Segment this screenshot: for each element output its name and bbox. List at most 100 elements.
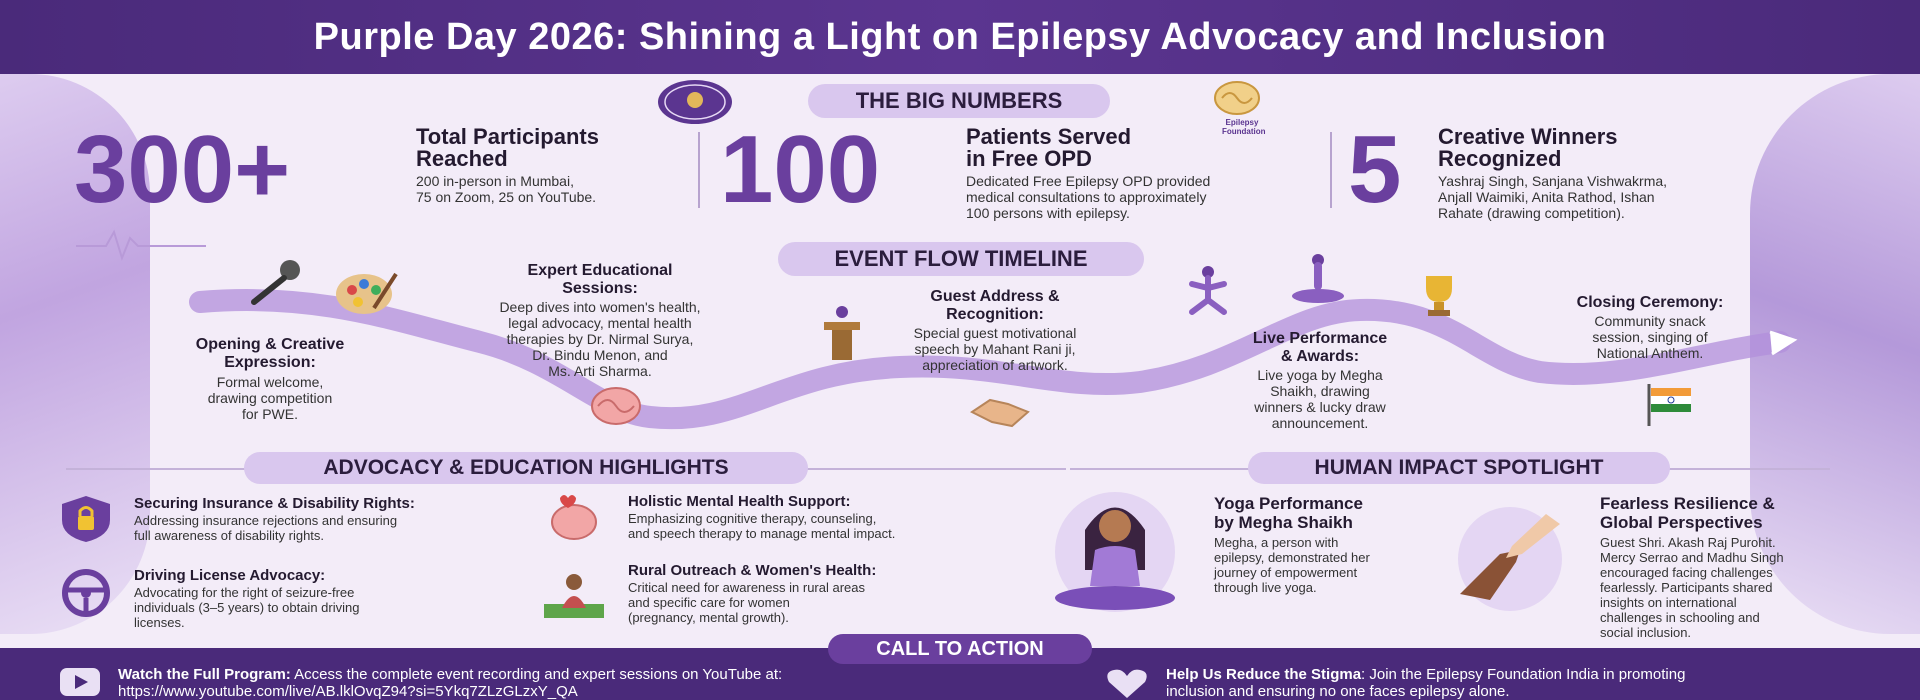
- yoga-woman-illustration: [1055, 492, 1175, 612]
- impact-item-desc: through live yoga.: [1214, 580, 1317, 595]
- cta-watch-label: Watch the Full Program:: [118, 666, 291, 683]
- brain-heart-icon: [551, 495, 597, 540]
- impact-item-desc: Mercy Serrao and Madhu Singh: [1600, 550, 1784, 565]
- timeline-stage-title: Opening & Creative: [195, 336, 345, 353]
- cta-help-desc: : Join the Epilepsy Foundation India in …: [1361, 666, 1686, 683]
- timeline-stage-title: Sessions:: [562, 280, 638, 297]
- page-title: Purple Day 2026: Shining a Light on Epil…: [0, 0, 1920, 74]
- advocacy-item-desc: individuals (3–5 years) to obtain drivin…: [134, 600, 360, 615]
- timeline-stage-title: Guest Address &: [930, 288, 1060, 305]
- advocacy-item-desc: and specific care for women: [628, 595, 790, 610]
- stat-desc-winners: Yashraj Singh, Sanjana Vishwakrma,: [1438, 173, 1668, 189]
- youtube-link[interactable]: https://www.youtube.com/live/AB.lklOvqZ9…: [118, 683, 578, 700]
- cta-heading: CALL TO ACTION: [828, 634, 1092, 664]
- decorative-wave-right: [1750, 74, 1920, 634]
- stat-desc-participants-2: 75 on Zoom, 25 on YouTube.: [416, 189, 597, 205]
- timeline-stage-desc: Dr. Bindu Menon, and: [532, 347, 668, 363]
- impact-item-title: by Megha Shaikh: [1214, 513, 1353, 532]
- stat-title-participants: Total Participants: [416, 124, 599, 149]
- impact-item-desc: Megha, a person with: [1214, 535, 1339, 550]
- impact-item-desc: challenges in schooling and: [1600, 610, 1760, 625]
- timeline-stage-desc: Special guest motivational: [913, 325, 1077, 341]
- timeline-stage-desc: therapies by Dr. Nirmal Surya,: [506, 331, 694, 347]
- podium-icon: [824, 306, 860, 360]
- brain-icon: [591, 387, 641, 425]
- timeline-stage-desc: winners & lucky draw: [1254, 399, 1386, 415]
- impact-item-desc: epilepsy, demonstrated her: [1214, 550, 1370, 565]
- big-numbers-heading: THE BIG NUMBERS: [808, 84, 1110, 118]
- yoga-pose-icon: [1189, 266, 1227, 315]
- advocacy-item-title: Holistic Mental Health Support:: [628, 493, 851, 510]
- timeline-stage-title: Expert Educational: [527, 262, 673, 279]
- impact-item-desc: insights on international: [1600, 595, 1737, 610]
- cta-watch-text: Watch the Full Program: Access the compl…: [118, 666, 782, 683]
- india-flag-icon: [1647, 384, 1691, 426]
- stat-desc-patients-3: 100 persons with epilepsy.: [966, 205, 1130, 221]
- advocacy-item-title: Driving License Advocacy:: [134, 567, 326, 584]
- impact-heading: HUMAN IMPACT SPOTLIGHT: [1248, 452, 1670, 484]
- timeline-stage-title: Recognition:: [946, 306, 1044, 323]
- timeline-stage-title: & Awards:: [1280, 348, 1360, 365]
- foundation-logo-text: Epilepsy Foundation: [1222, 118, 1266, 136]
- helping-hands-illustration: [1458, 507, 1562, 611]
- impact-item-desc: journey of empowerment: [1214, 565, 1358, 580]
- impact-item-title: Yoga Performance: [1214, 494, 1363, 513]
- timeline-stage-title: Closing Ceremony:: [1576, 294, 1724, 311]
- timeline-stage-desc: session, singing of: [1592, 329, 1708, 345]
- trophy-icon: [1426, 276, 1452, 316]
- paint-palette-icon: [336, 272, 398, 314]
- meditation-icon: [1292, 254, 1344, 303]
- impact-item-desc: Guest Shri. Akash Raj Purohit.: [1600, 535, 1776, 550]
- stat-number-winners: 5: [1348, 116, 1402, 223]
- timeline-stage-desc: for PWE.: [241, 406, 298, 422]
- cta-watch-desc: Access the complete event recording and …: [290, 666, 783, 683]
- advocacy-item-desc: licenses.: [134, 615, 185, 630]
- stat-desc-winners-2: Anjall Waimiki, Anita Rathod, Ishan: [1438, 189, 1655, 205]
- timeline-stage-desc: National Anthem.: [1596, 345, 1704, 361]
- foundation-seal-icon: [658, 80, 732, 124]
- cta-help-text: Help Us Reduce the Stigma: Join the Epil…: [1166, 666, 1685, 683]
- timeline-stage-title: Live Performance: [1252, 330, 1388, 347]
- advocacy-item-title: Securing Insurance & Disability Rights:: [134, 495, 415, 512]
- heartbeat-line-icon: [76, 229, 206, 262]
- impact-item-desc: encouraged facing challenges: [1600, 565, 1773, 580]
- timeline-stage-title: Expression:: [224, 354, 316, 371]
- steering-wheel-icon: [62, 569, 110, 617]
- stat-title-winners-2: Recognized: [1438, 146, 1562, 171]
- timeline-stage-desc: drawing competition: [207, 390, 333, 406]
- stat-divider: [698, 132, 700, 208]
- stat-number-patients: 100: [720, 116, 881, 223]
- shield-lock-icon: [62, 496, 110, 542]
- stat-title-participants-2: Reached: [416, 146, 508, 171]
- impact-item-desc: fearlessly. Participants shared: [1600, 580, 1773, 595]
- timeline-stage-desc: Shaikh, drawing: [1270, 383, 1370, 399]
- advocacy-item-desc: (pregnancy, mental growth).: [628, 610, 789, 625]
- timeline-stage-desc: speech by Mahant Rani ji,: [914, 341, 1076, 357]
- stat-desc-patients-2: medical consultations to approximately: [966, 189, 1207, 205]
- youtube-play-icon[interactable]: [60, 668, 100, 696]
- brain-logo-icon: [1214, 81, 1260, 115]
- cta-help-label: Help Us Reduce the Stigma: [1166, 666, 1362, 683]
- heart-icon: [1107, 669, 1147, 698]
- advocacy-item-desc: full awareness of disability rights.: [134, 528, 325, 543]
- timeline-stage-desc: Deep dives into women's health,: [499, 299, 701, 315]
- stat-number-participants: 300+: [74, 116, 291, 223]
- advocacy-item-desc: Addressing insurance rejections and ensu…: [134, 513, 398, 528]
- timeline-stage-desc: Ms. Arti Sharma.: [548, 363, 652, 379]
- stat-desc-participants: 200 in-person in Mumbai,: [416, 173, 574, 189]
- advocacy-heading: ADVOCACY & EDUCATION HIGHLIGHTS: [244, 452, 808, 484]
- stat-title-patients-2: in Free OPD: [966, 146, 1092, 171]
- advocacy-item-title: Rural Outreach & Women's Health:: [628, 562, 877, 579]
- advocacy-item-desc: Emphasizing cognitive therapy, counselin…: [628, 511, 877, 526]
- advocacy-item-desc: and speech therapy to manage mental impa…: [628, 526, 896, 541]
- timeline-stage-desc: legal advocacy, mental health: [508, 315, 692, 331]
- advocacy-item-desc: Advocating for the right of seizure-free: [134, 585, 355, 600]
- impact-item-desc: social inclusion.: [1600, 625, 1692, 640]
- stat-desc-patients: Dedicated Free Epilepsy OPD provided: [966, 173, 1211, 189]
- rural-woman-icon: [544, 574, 604, 618]
- impact-item-title: Fearless Resilience &: [1600, 494, 1775, 513]
- advocacy-item-desc: Critical need for awareness in rural are…: [628, 580, 865, 595]
- stat-desc-winners-3: Rahate (drawing competition).: [1438, 205, 1625, 221]
- timeline-stage-desc: appreciation of artwork.: [922, 357, 1068, 373]
- handshake-icon: [970, 398, 1030, 428]
